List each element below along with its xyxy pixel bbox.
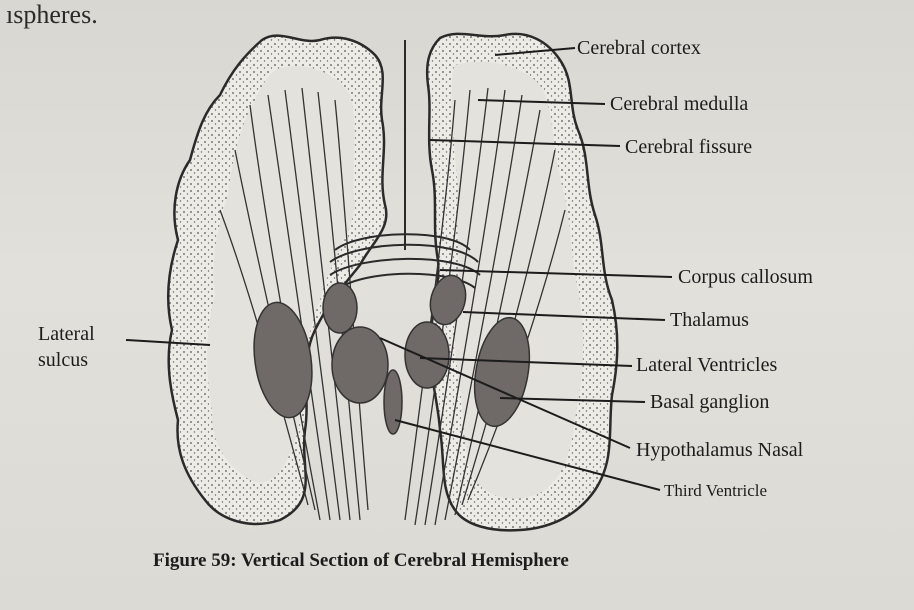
label-hypothalamus-nasal: Hypothalamus Nasal — [636, 440, 803, 460]
label-lateral-sulcus-line1: Lateral — [38, 324, 95, 344]
label-basal-ganglion: Basal ganglion — [650, 392, 769, 412]
figure-caption: Figure 59: Vertical Section of Cerebral … — [153, 550, 569, 572]
label-corpus-callosum: Corpus callosum — [678, 267, 813, 287]
label-cerebral-medulla: Cerebral medulla — [610, 94, 748, 114]
label-cerebral-cortex: Cerebral cortex — [577, 38, 701, 58]
label-lateral-sulcus-line2: sulcus — [38, 350, 88, 370]
label-third-ventricle: Third Ventricle — [664, 482, 767, 499]
label-lateral-ventricles: Lateral Ventricles — [636, 355, 777, 375]
label-cerebral-fissure: Cerebral fissure — [625, 137, 752, 157]
label-thalamus: Thalamus — [670, 310, 749, 330]
